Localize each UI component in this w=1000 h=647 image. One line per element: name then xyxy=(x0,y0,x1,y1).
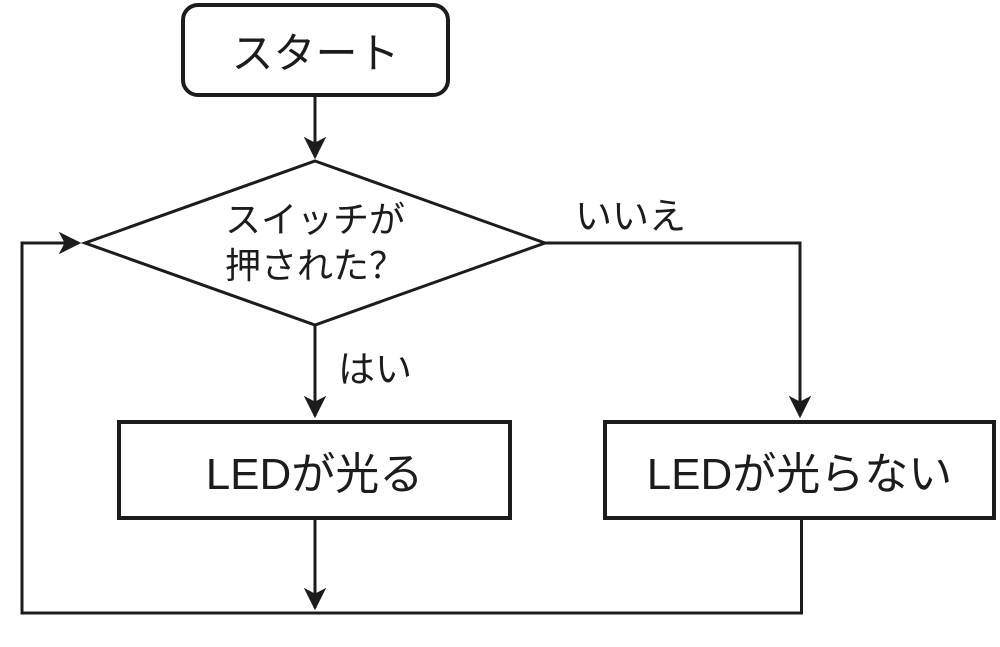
decision-label-line1: スイッチが xyxy=(224,198,405,240)
start-node-label: スタート xyxy=(231,29,400,77)
decision-node-label: スイッチが 押された？ xyxy=(140,178,490,308)
led-off-node-label: LEDが光らない xyxy=(646,450,953,499)
edge-no-decision-to-led-off xyxy=(545,241,812,419)
no-branch-label: いいえ xyxy=(575,196,686,237)
start-node-shape xyxy=(181,3,450,97)
decision-label-line2: 押された？ xyxy=(224,245,405,286)
yes-branch-label: はい xyxy=(338,349,412,390)
led-on-node-label: LEDが光る xyxy=(205,450,424,499)
edge-loop-back-to-decision xyxy=(20,231,803,615)
led-off-node-shape xyxy=(603,420,996,520)
led-on-node-shape xyxy=(117,420,512,520)
decision-node-shape xyxy=(80,159,550,327)
